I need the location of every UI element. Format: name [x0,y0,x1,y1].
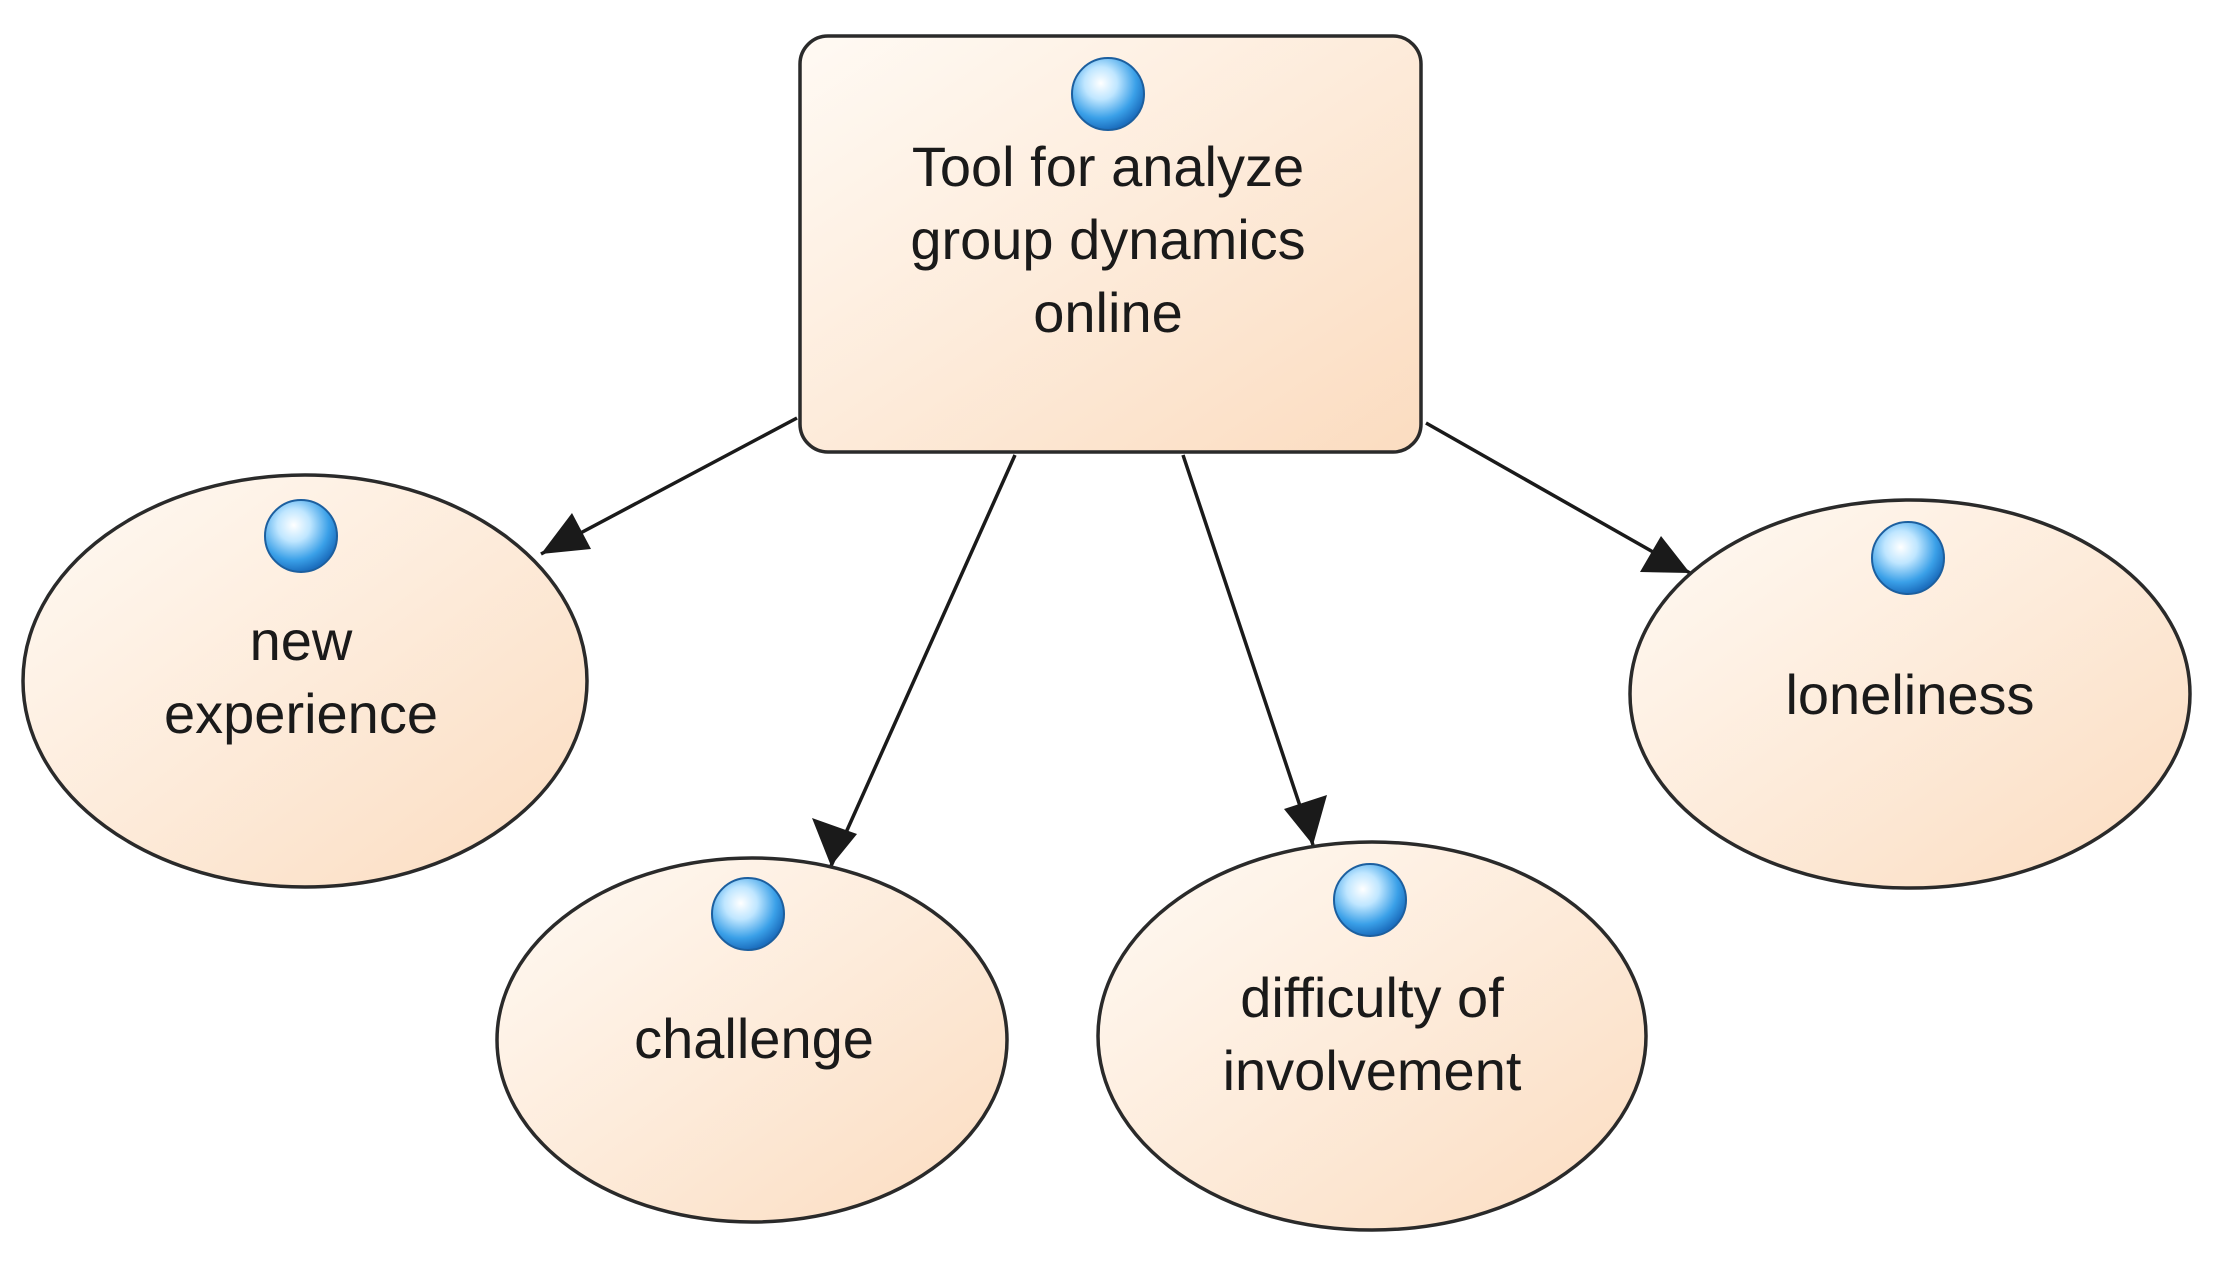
edge-root-to-difficulty-of-involvement [1181,454,1315,846]
node-difficulty-of-involvement-label-line-2: involvement [1223,1039,1522,1102]
node-difficulty-of-involvement-label-line-1: difficulty of [1240,966,1504,1029]
node-challenge[interactable]: challenge [495,856,1009,1224]
node-loneliness-label: loneliness [1785,663,2034,726]
edge-root-to-new-experience [540,416,798,556]
blue-sphere-icon [1333,863,1407,937]
node-loneliness-shape [1628,498,2192,890]
node-new-experience[interactable]: new experience [21,473,589,889]
blue-sphere-icon [1071,57,1145,131]
edge-root-to-loneliness [1425,421,1691,575]
node-root-shape [798,34,1423,454]
node-new-experience-shape [21,473,589,889]
blue-sphere-icon [711,877,785,951]
arrowhead-challenge [812,818,857,866]
node-loneliness[interactable]: loneliness [1628,498,2192,890]
node-challenge-shape [495,856,1009,1224]
arrowhead-loneliness [1640,536,1690,573]
arrowhead-new-experience [541,513,591,554]
node-root-label-line-3: online [1033,281,1182,344]
edge-root-to-challenge [829,454,1017,867]
blue-sphere-icon [1871,521,1945,595]
node-root-label-line-2: group dynamics [910,208,1305,271]
node-difficulty-of-involvement[interactable]: difficulty of involvement [1096,840,1648,1232]
node-new-experience-label-line-2: experience [164,682,438,745]
node-new-experience-label-line-1: new [250,609,353,672]
node-difficulty-of-involvement-shape [1096,840,1648,1232]
arrowhead-difficulty-of-involvement [1284,795,1327,845]
node-root-label-line-1: Tool for analyze [912,135,1304,198]
node-challenge-label: challenge [634,1007,874,1070]
node-root[interactable]: Tool for analyze group dynamics online [798,34,1423,454]
edges [540,416,1691,867]
blue-sphere-icon [264,499,338,573]
